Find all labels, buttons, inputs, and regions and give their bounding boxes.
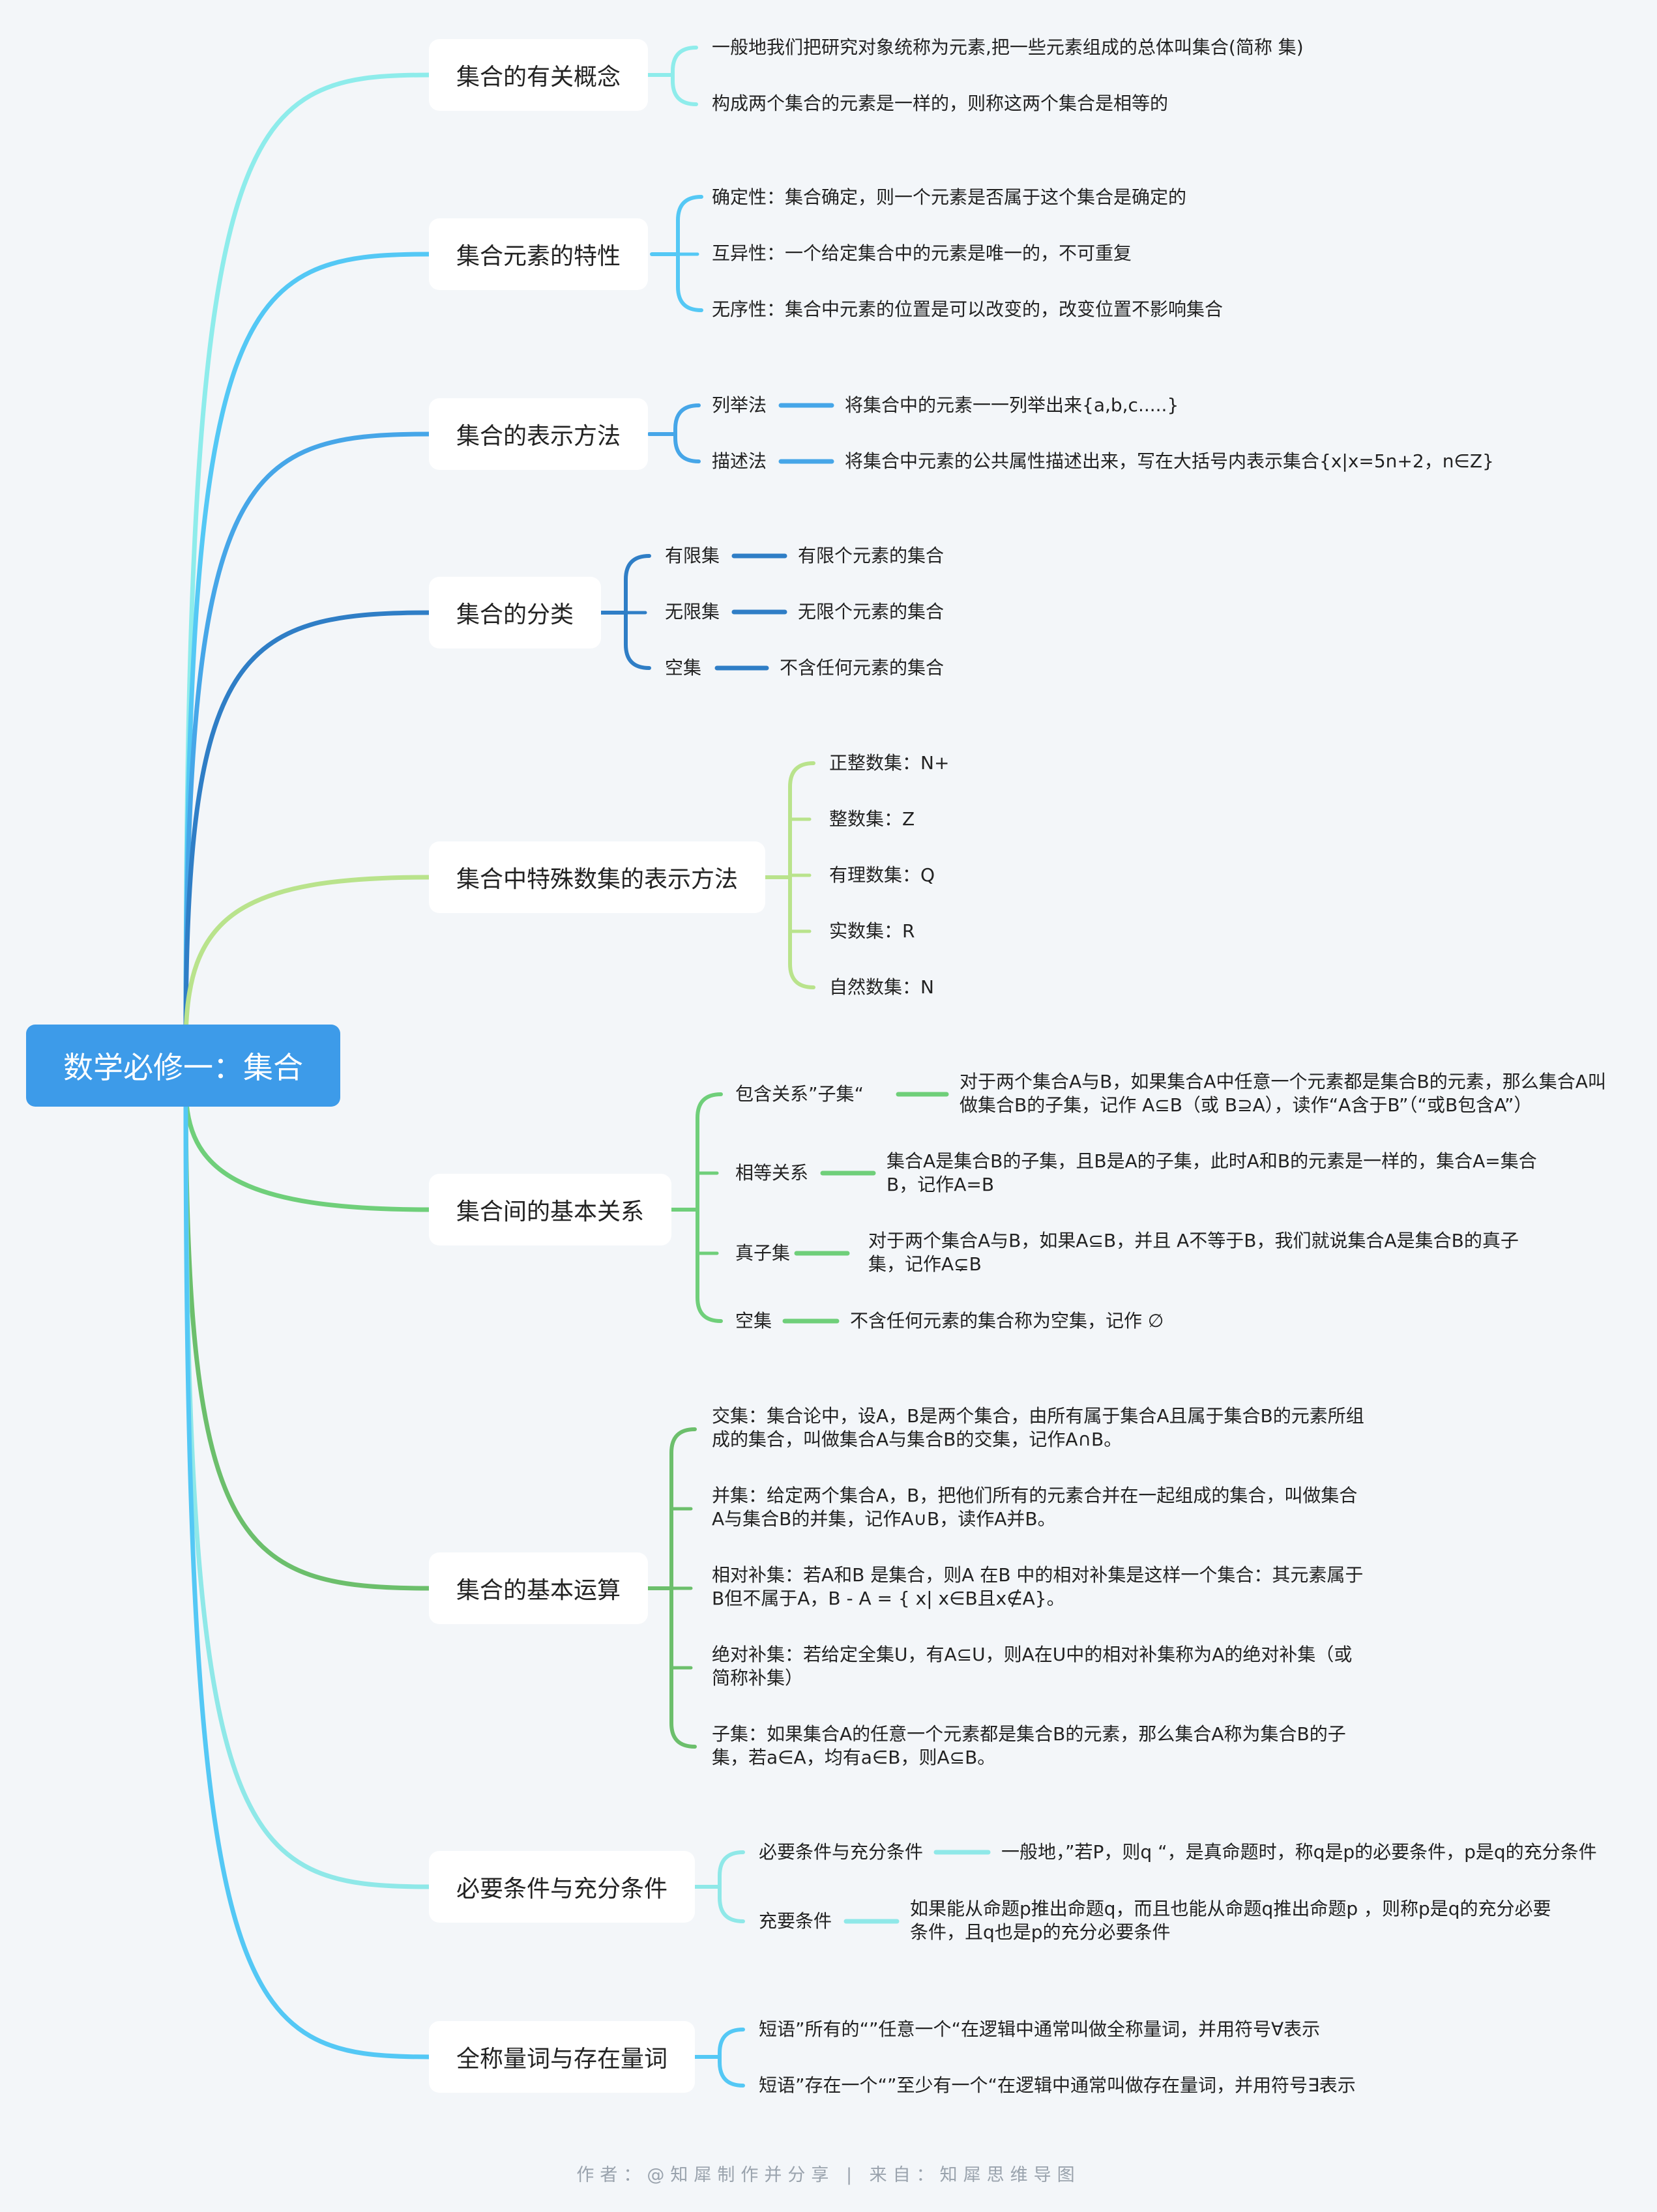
b4-bracket	[624, 554, 651, 670]
relation-subset[interactable]: 包含关系”子集“	[735, 1083, 864, 1105]
property-unordered[interactable]: 无序性：集合中元素的位置是可以改变的，改变位置不影响集合	[712, 298, 1224, 320]
branch-connector-5	[183, 875, 432, 1045]
b2-bracket	[676, 195, 703, 312]
branch-connector-7	[183, 1086, 432, 1591]
numset-naturals[interactable]: 自然数集：N	[829, 976, 934, 998]
branch-connector-9	[183, 1086, 432, 2059]
branch-concepts[interactable]: 集合的有关概念	[429, 39, 649, 111]
class-finite-detail[interactable]: 有限个元素的集合	[798, 545, 945, 566]
op-union[interactable]: 并集：给定两个集合A，B，把他们所有的元素合并在一起组成的集合，叫做集合 A与集…	[712, 1485, 1358, 1530]
relation-equal-detail[interactable]: 集合A是集合B的子集，且B是A的子集，此时A和B的元素是一样的，集合A=集合 B…	[887, 1150, 1537, 1195]
op-relative-complement[interactable]: 相对补集：若A和B 是集合，则A 在B 中的相对补集是这样一个集合：其元素属于 …	[712, 1564, 1364, 1609]
relation-proper-subset-detail[interactable]: 对于两个集合A与B，如果A⊆B，并且 A不等于B，我们就说集合A是集合B的真子 …	[868, 1230, 1519, 1275]
branch-relations[interactable]: 集合间的基本关系	[429, 1174, 672, 1245]
class-finite[interactable]: 有限集	[665, 545, 720, 566]
branch-connector-1	[183, 72, 432, 1045]
cond-necessary-sufficient[interactable]: 必要条件与充分条件	[759, 1841, 924, 1863]
quantifier-existential[interactable]: 短语”存在一个“”至少有一个“在逻辑中通常叫做存在量词，并用符号∃表示	[759, 2074, 1356, 2096]
branch-representation[interactable]: 集合的表示方法	[429, 398, 649, 470]
method-description[interactable]: 描述法	[712, 450, 767, 472]
branch-connector-3	[183, 431, 432, 1045]
cond-iff-detail[interactable]: 如果能从命题p推出命题q，而且也能从命题q推出命题p ，则称p是q的充分必要 条…	[910, 1898, 1551, 1943]
b5-bracket	[788, 761, 815, 989]
op-intersection[interactable]: 交集：集合论中，设A，B是两个集合，由所有属于集合A且属于集合B的元素所组 成的…	[712, 1405, 1364, 1450]
concept-element-set[interactable]: 一般地我们把研究对象统称为元素,把一些元素组成的总体叫集合(简称 集)	[712, 36, 1304, 58]
relation-equal[interactable]: 相等关系	[735, 1162, 809, 1184]
relation-proper-subset[interactable]: 真子集	[735, 1242, 791, 1264]
op-absolute-complement[interactable]: 绝对补集：若给定全集U，有A⊆U，则A在U中的相对补集称为A的绝对补集（或 简称…	[712, 1644, 1353, 1689]
branch-properties[interactable]: 集合元素的特性	[429, 218, 649, 290]
b8-bracket	[718, 1850, 745, 1923]
branch-number-sets[interactable]: 集合中特殊数集的表示方法	[429, 841, 766, 913]
numset-reals[interactable]: 实数集：R	[829, 920, 915, 942]
property-distinctness[interactable]: 互异性：一个给定集合中的元素是唯一的，不可重复	[712, 242, 1132, 264]
b9-bracket	[718, 2028, 745, 2088]
b3-bracket	[673, 403, 701, 463]
b6-bracket	[696, 1092, 723, 1323]
class-empty-detail[interactable]: 不含任何元素的集合	[780, 657, 945, 678]
class-infinite-detail[interactable]: 无限个元素的集合	[798, 601, 945, 622]
class-infinite[interactable]: 无限集	[665, 601, 720, 622]
quantifier-universal[interactable]: 短语”所有的“”任意一个“在逻辑中通常叫做全称量词，并用符号∀表示	[759, 2018, 1321, 2040]
cond-necessary-sufficient-detail[interactable]: 一般地，”若P，则q “，是真命题时，称q是p的必要条件，p是q的充分条件	[1001, 1841, 1597, 1863]
relation-subset-detail[interactable]: 对于两个集合A与B，如果集合A中任意一个元素都是集合B的元素，那么集合A叫 做集…	[960, 1071, 1606, 1116]
b1-bracket	[671, 46, 698, 106]
op-subset[interactable]: 子集：如果集合A的任意一个元素都是集合B的元素，那么集合A称为集合B的子 集，若…	[712, 1723, 1346, 1768]
numset-integers[interactable]: 整数集：Z	[829, 808, 915, 830]
numset-rationals[interactable]: 有理数集：Q	[829, 864, 935, 886]
relation-empty-detail[interactable]: 不含任何元素的集合称为空集，记作 ∅	[850, 1310, 1164, 1332]
branch-quantifiers[interactable]: 全称量词与存在量词	[429, 2021, 696, 2093]
method-description-detail[interactable]: 将集合中元素的公共属性描述出来，写在大括号内表示集合{x|x=5n+2，n∈Z}	[845, 450, 1494, 472]
relation-empty[interactable]: 空集	[735, 1310, 772, 1332]
branch-connector-8	[183, 1086, 432, 1889]
concept-equal-sets[interactable]: 构成两个集合的元素是一样的，则称这两个集合是相等的	[712, 93, 1169, 114]
root-topic[interactable]: 数学必修一：集合	[26, 1025, 340, 1107]
method-enumeration-detail[interactable]: 将集合中的元素一一列举出来{a,b,c.....}	[845, 394, 1179, 416]
numset-positive-integers[interactable]: 正整数集：N+	[829, 752, 950, 774]
class-empty[interactable]: 空集	[665, 657, 702, 678]
footer-credit: 作者：@知犀制作并分享 | 来自：知犀思维导图	[576, 2165, 1081, 2185]
cond-iff[interactable]: 充要条件	[759, 1910, 832, 1932]
b7-bracket	[669, 1427, 697, 1749]
branch-classification[interactable]: 集合的分类	[429, 577, 602, 648]
branch-connector-2	[183, 252, 432, 1045]
branch-connector-4	[183, 610, 432, 1045]
method-enumeration[interactable]: 列举法	[712, 394, 767, 416]
branch-operations[interactable]: 集合的基本运算	[429, 1552, 649, 1624]
branch-conditions[interactable]: 必要条件与充分条件	[429, 1851, 696, 1923]
property-definiteness[interactable]: 确定性：集合确定，则一个元素是否属于这个集合是确定的	[712, 186, 1187, 208]
